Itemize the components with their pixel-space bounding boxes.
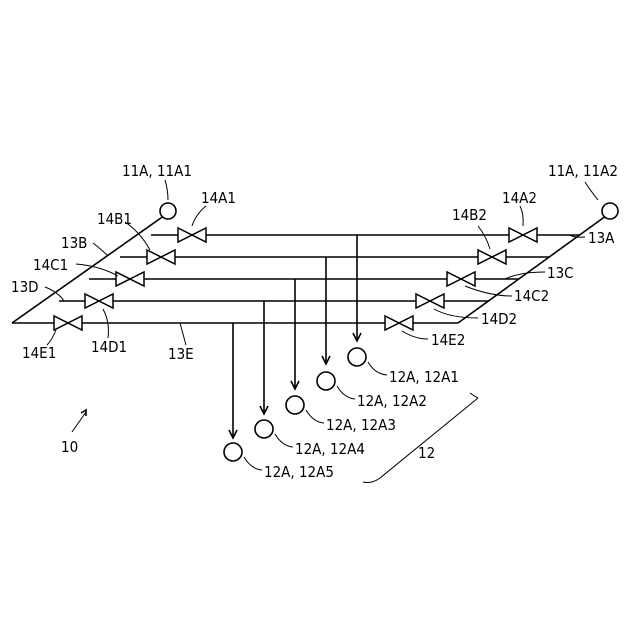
- leader-14C2: [465, 286, 512, 296]
- outlet-12A2-circle: [317, 372, 335, 390]
- leader-14E1: [47, 330, 56, 345]
- label-14D1: 14D1: [91, 338, 127, 356]
- group-12-bracket: [363, 398, 478, 483]
- label-13A: 13A: [588, 229, 615, 247]
- outlet-12A3-circle: [286, 396, 304, 414]
- leader-14B2: [478, 226, 490, 249]
- valve-14A2: [509, 228, 537, 242]
- system-arrow-line: [72, 412, 86, 432]
- source-left-circle: [160, 203, 176, 219]
- leader-11A1: [165, 180, 168, 200]
- valve-14C2: [447, 272, 475, 286]
- valve-14C1: [116, 272, 144, 286]
- outlet-12A1-circle: [348, 348, 366, 366]
- label-11A1: 11A, 11A1: [122, 162, 192, 180]
- valve-14E1: [54, 316, 82, 330]
- label-13E: 13E: [168, 345, 194, 363]
- label-13D: 13D: [11, 278, 39, 296]
- leader-13B: [93, 243, 108, 256]
- leader-14A1: [192, 206, 206, 226]
- leader-12A1: [368, 362, 387, 375]
- leader-14A2: [520, 206, 523, 226]
- valve-14A1: [178, 228, 206, 242]
- label-14A2: 14A2: [502, 189, 537, 207]
- source-right-circle: [602, 203, 618, 219]
- label-14B1: 14B1: [97, 210, 132, 228]
- valve-14B1: [147, 250, 175, 264]
- valve-14B2: [478, 250, 506, 264]
- leader-12A5: [244, 457, 262, 470]
- valve-14D2: [416, 294, 444, 308]
- label-group-12: 12: [418, 444, 435, 462]
- group-12-bracket-end: [470, 393, 478, 398]
- leader-12A2: [337, 386, 355, 399]
- label-13C: 13C: [547, 264, 574, 282]
- label-12A4: 12A, 12A4: [295, 440, 365, 458]
- label-system-10: 10: [61, 438, 78, 456]
- label-14E2: 14E2: [431, 331, 465, 349]
- leader-12A4: [275, 434, 293, 447]
- label-14B2: 14B2: [452, 206, 487, 224]
- label-14C2: 14C2: [514, 287, 549, 305]
- outlet-12A4-circle: [255, 420, 273, 438]
- valve-14D1: [85, 294, 113, 308]
- leader-14E2: [402, 331, 428, 339]
- leader-12A3: [306, 410, 324, 423]
- label-14E1: 14E1: [22, 344, 56, 362]
- label-11A2: 11A, 11A2: [548, 162, 618, 180]
- label-14A1: 14A1: [201, 189, 236, 207]
- label-12A2: 12A, 12A2: [357, 392, 427, 410]
- label-12A1: 12A, 12A1: [389, 368, 459, 386]
- valve-14E2: [385, 316, 413, 330]
- leader-11A2: [585, 182, 598, 200]
- label-13B: 13B: [61, 234, 87, 252]
- label-12A3: 12A, 12A3: [326, 416, 396, 434]
- label-14C1: 14C1: [33, 256, 68, 274]
- outlet-12A5-circle: [224, 443, 242, 461]
- label-14D2: 14D2: [481, 310, 517, 328]
- label-12A5: 12A, 12A5: [264, 463, 334, 481]
- leader-13E: [180, 323, 186, 345]
